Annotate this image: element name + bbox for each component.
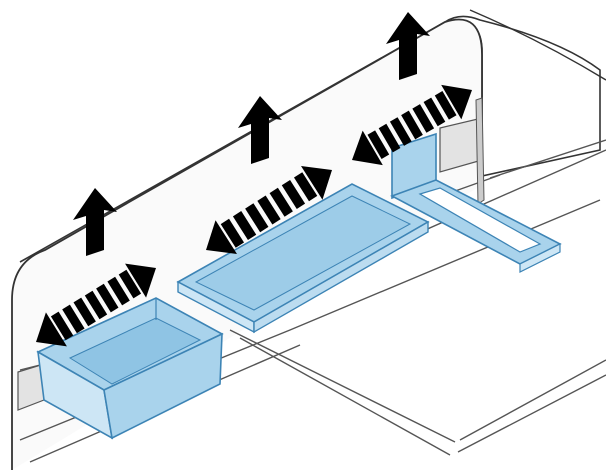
deep-bin: [36, 297, 224, 440]
right-wall-edge: [469, 9, 606, 81]
left-right-arrow-deep-bin: [36, 263, 156, 347]
left-right-arrow-hook-holder: [352, 84, 472, 166]
hook-holder: [390, 132, 562, 273]
up-arrow-flat-tray: [238, 96, 282, 164]
up-arrow-hook-holder: [386, 12, 430, 80]
right-rail: [439, 97, 485, 205]
flat-tray: [176, 183, 430, 334]
up-arrow-deep-bin: [73, 188, 117, 256]
adjust-arrows: [36, 12, 472, 347]
left-right-arrow-flat-tray: [206, 165, 332, 255]
